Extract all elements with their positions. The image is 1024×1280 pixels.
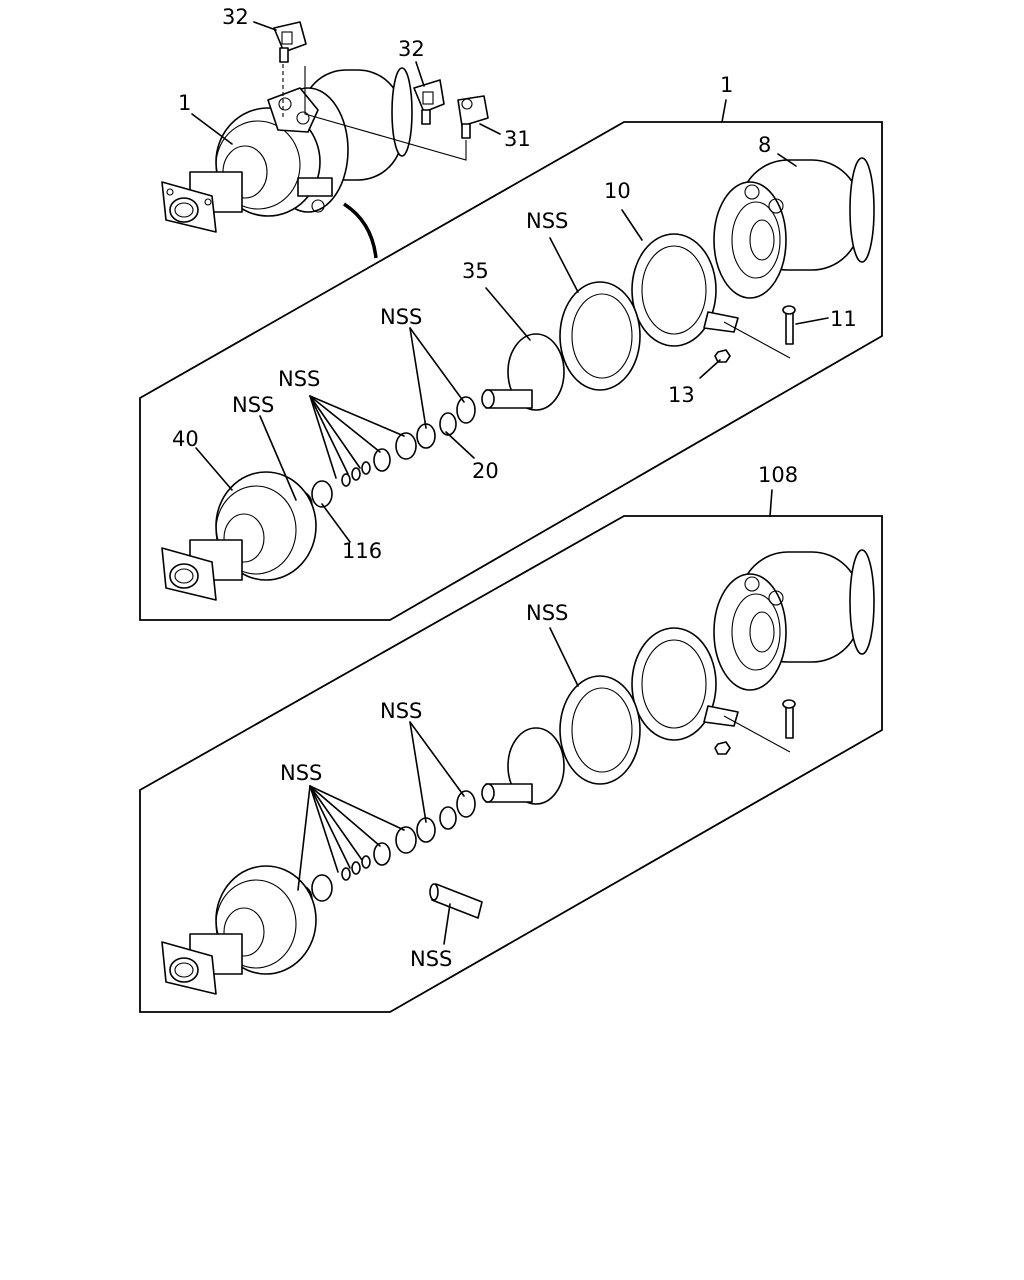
top-exploded-parts bbox=[161, 157, 875, 601]
callout-8: 8 bbox=[758, 133, 771, 157]
assembled-chamber-illustration bbox=[161, 67, 413, 233]
exploded-view-frame-bottom bbox=[139, 515, 883, 1013]
callout-11: 11 bbox=[830, 307, 857, 331]
exploded-view-frame-top bbox=[139, 121, 883, 621]
callout-nss-diaphragm-bottom: NSS bbox=[526, 601, 568, 625]
callout-labels: 32 32 31 1 1 8 10 NSS 35 11 13 NSS NSS N… bbox=[172, 5, 857, 971]
callout-nss-small-parts-top: NSS bbox=[278, 367, 320, 391]
callout-nss-ring-top: NSS bbox=[232, 393, 274, 417]
fitting-32a-illustration bbox=[273, 21, 307, 63]
callout-nss-small-parts-bottom: NSS bbox=[280, 761, 322, 785]
callout-32-right: 32 bbox=[398, 37, 425, 61]
callout-31: 31 bbox=[504, 127, 531, 151]
callout-13: 13 bbox=[668, 383, 695, 407]
leader-lines bbox=[191, 21, 829, 945]
callout-108: 108 bbox=[758, 463, 798, 487]
callout-20: 20 bbox=[472, 459, 499, 483]
bottom-exploded-parts bbox=[161, 549, 875, 995]
callout-nss-seals-top: NSS bbox=[380, 305, 422, 329]
callout-35: 35 bbox=[462, 259, 489, 283]
callout-1-frame: 1 bbox=[720, 73, 733, 97]
callout-40: 40 bbox=[172, 427, 199, 451]
callout-32-top: 32 bbox=[222, 5, 249, 29]
callout-nss-seals-bottom: NSS bbox=[380, 699, 422, 723]
callout-1-assembly: 1 bbox=[178, 91, 191, 115]
fitting-32b-illustration bbox=[413, 79, 445, 125]
callout-116: 116 bbox=[342, 539, 382, 563]
callout-10: 10 bbox=[604, 179, 631, 203]
callout-nss-sleeve-bottom: NSS bbox=[410, 947, 452, 971]
fitting-31-illustration bbox=[457, 95, 489, 139]
callout-nss-diaphragm-top: NSS bbox=[526, 209, 568, 233]
